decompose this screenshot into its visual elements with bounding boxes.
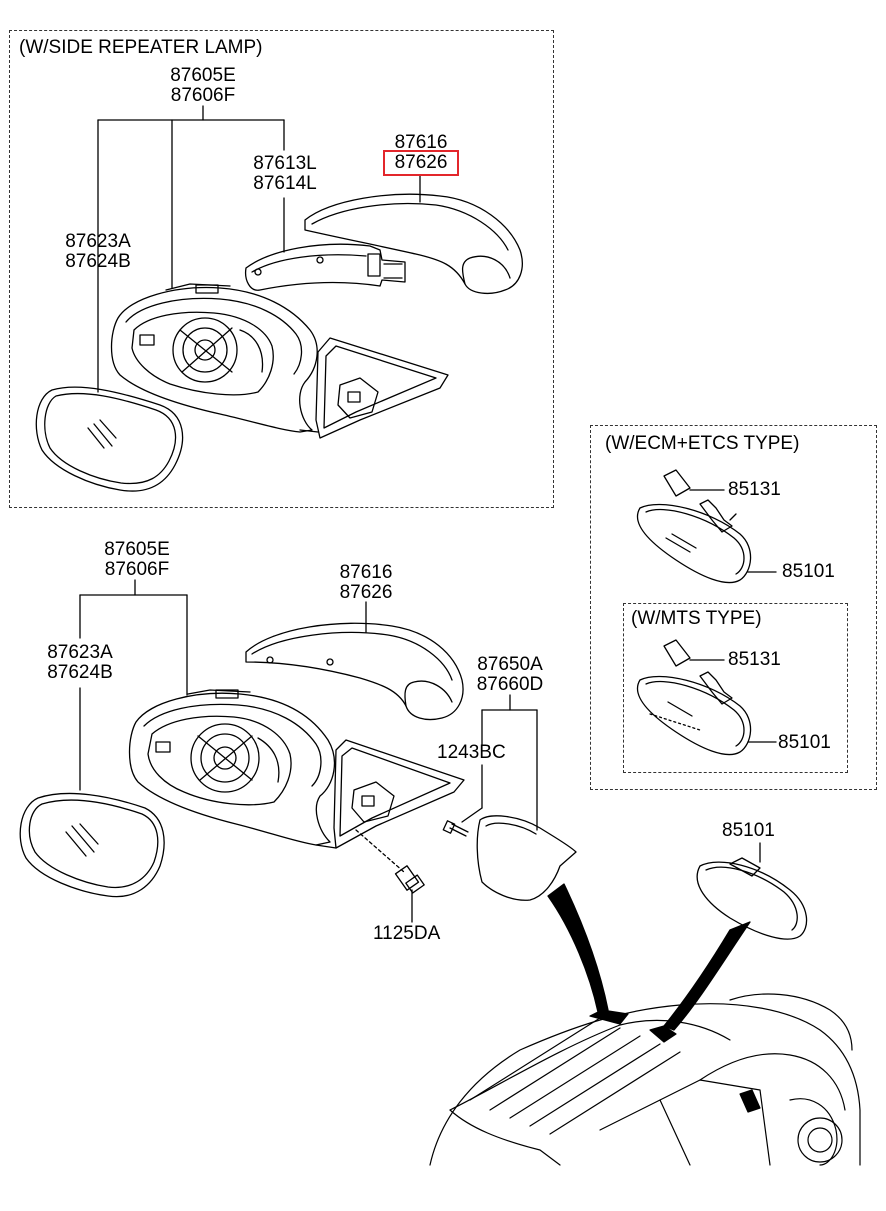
part-number: 87606F bbox=[170, 85, 236, 106]
ecm-mirror-art bbox=[637, 469, 752, 584]
part-number: 87606F bbox=[104, 559, 170, 580]
vehicle-art bbox=[429, 993, 861, 1166]
group-title-mts: (W/MTS TYPE) bbox=[631, 608, 762, 629]
top-leader-lines bbox=[97, 105, 421, 393]
top-repeater-lamp-art bbox=[244, 243, 406, 291]
room-mirror-85101-art bbox=[696, 857, 808, 940]
part-label-mirror-assy-bottom[interactable]: 87605E 87606F bbox=[84, 540, 190, 580]
part-number: 87616 bbox=[394, 132, 448, 153]
bottom-mirror-housing-art bbox=[128, 689, 465, 849]
part-number: 87623A bbox=[65, 231, 131, 252]
part-number: 87616 bbox=[339, 562, 393, 583]
part-label-mirror-assy-top[interactable]: 87605E 87606F bbox=[150, 66, 256, 106]
part-label-garnish[interactable]: 87650A 87660D bbox=[460, 655, 560, 695]
part-number: 87623A bbox=[47, 642, 113, 663]
mts-mirror-art bbox=[637, 639, 752, 756]
car-pointers bbox=[547, 883, 751, 1031]
part-number: 87626 bbox=[339, 582, 393, 603]
part-label-cover-bottom[interactable]: 87616 87626 bbox=[325, 563, 407, 603]
part-number: 87614L bbox=[253, 173, 317, 194]
mts-group-frame bbox=[623, 603, 848, 773]
part-label-glass-top[interactable]: 87623A 87624B bbox=[50, 232, 146, 272]
garnish-87650a-art bbox=[476, 815, 577, 901]
part-number: 87605E bbox=[170, 65, 236, 86]
part-label-cover-top[interactable]: 87616 87626 bbox=[380, 133, 462, 173]
highlight-box-87626 bbox=[383, 150, 459, 176]
part-label-ecm-mirror-85101[interactable]: 85101 bbox=[782, 561, 835, 582]
part-number: 87624B bbox=[65, 251, 131, 272]
top-mirror-cover-art bbox=[304, 193, 523, 295]
part-label-glass-bottom[interactable]: 87623A 87624B bbox=[32, 643, 128, 683]
bottom-mirror-glass-art bbox=[19, 792, 165, 898]
part-label-bolt-1125da[interactable]: 1125DA bbox=[373, 923, 441, 944]
bolt-1125da-art bbox=[355, 829, 425, 894]
ecm-leader-lines bbox=[689, 489, 777, 743]
group-title-side-repeater: (W/SIDE REPEATER LAMP) bbox=[19, 37, 263, 58]
part-number: 87650A bbox=[477, 654, 543, 675]
part-label-mts-mirror-85101[interactable]: 85101 bbox=[778, 732, 831, 753]
part-number: 87613L bbox=[253, 153, 317, 174]
bottom-leader-lines bbox=[79, 579, 761, 923]
part-label-mts-cover-85131[interactable]: 85131 bbox=[728, 649, 781, 670]
part-label-screw-1243bc[interactable]: 1243BC bbox=[437, 742, 506, 763]
part-label-room-mirror-85101[interactable]: 85101 bbox=[722, 820, 775, 841]
part-label-ecm-cover-85131[interactable]: 85131 bbox=[728, 479, 781, 500]
part-number: 87624B bbox=[47, 662, 113, 683]
top-mirror-housing-art bbox=[110, 283, 449, 439]
ecm-etcs-group-frame bbox=[590, 425, 877, 790]
side-repeater-group-frame bbox=[9, 30, 554, 508]
part-number: 87660D bbox=[476, 674, 544, 695]
screw-1243bc-art bbox=[442, 820, 469, 837]
part-number: 87626 bbox=[394, 152, 448, 173]
group-title-ecm-etcs: (W/ECM+ETCS TYPE) bbox=[605, 433, 800, 454]
bottom-mirror-cover-art bbox=[245, 622, 464, 721]
part-number: 87605E bbox=[104, 539, 170, 560]
top-mirror-glass-art bbox=[35, 386, 184, 492]
part-label-repeater-top[interactable]: 87613L 87614L bbox=[235, 154, 335, 194]
